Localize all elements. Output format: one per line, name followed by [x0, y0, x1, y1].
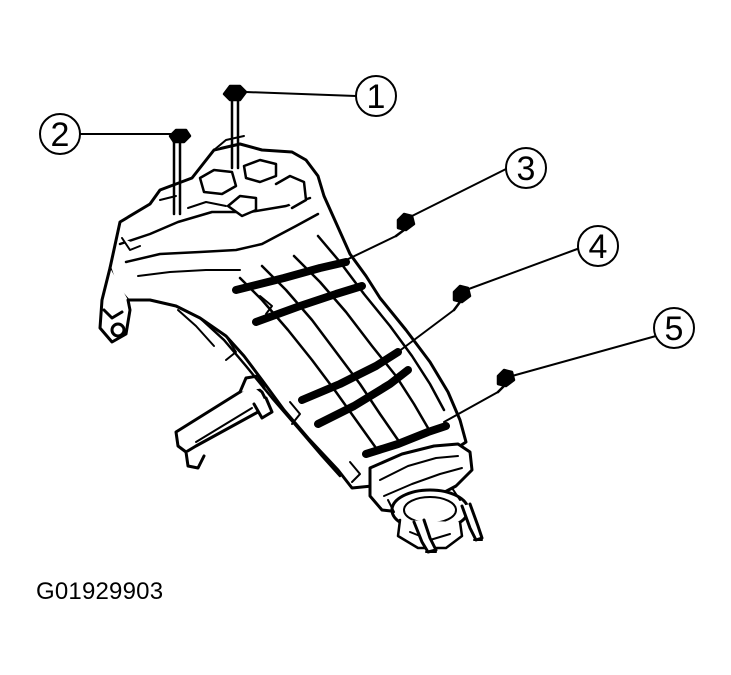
- callout-2-number: 2: [51, 116, 70, 154]
- callout-3-number: 3: [517, 150, 536, 188]
- mounting-bracket: [174, 374, 274, 470]
- callout-5: 5: [653, 307, 695, 349]
- callout-2: 2: [39, 113, 81, 155]
- callout-3: 3: [505, 147, 547, 189]
- callout-1-number: 1: [367, 78, 386, 116]
- fastener-bolts: [168, 84, 516, 394]
- leader-lines: [79, 91, 657, 423]
- converter-body: [177, 234, 446, 483]
- callout-1: 1: [355, 75, 397, 117]
- figure-code: G01929903: [36, 578, 164, 605]
- callout-5-number: 5: [665, 310, 684, 348]
- callout-4-number: 4: [589, 228, 608, 266]
- callout-4: 4: [577, 225, 619, 267]
- outlet-flange: [368, 442, 484, 554]
- clamp-bands: [232, 258, 450, 458]
- manifold-flange: [98, 135, 468, 490]
